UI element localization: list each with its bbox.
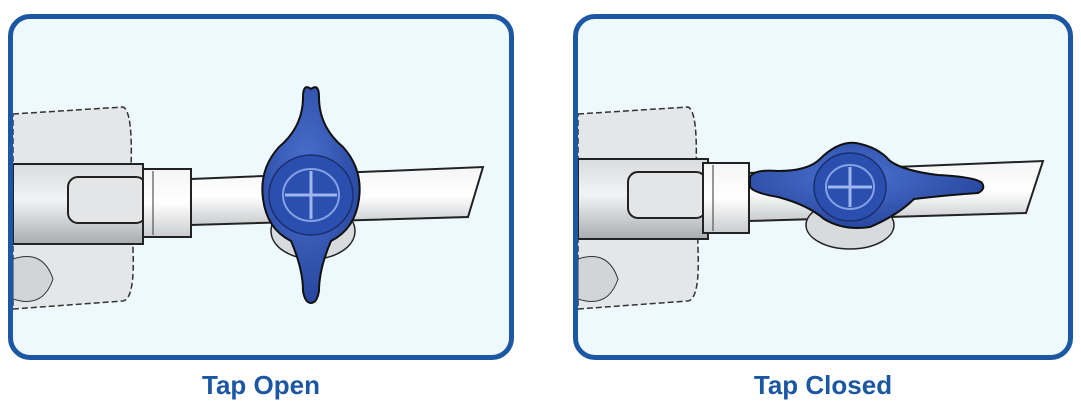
tap-open-illustration	[13, 86, 485, 310]
connector-collar	[142, 168, 192, 238]
tap-closed-illustration	[578, 106, 1045, 310]
tap-open-panel	[8, 14, 514, 360]
tap-closed-panel	[573, 14, 1073, 360]
tap-closed-caption: Tap Closed	[753, 370, 893, 400]
tap-open-caption: Tap Open	[202, 370, 320, 400]
connector-collar	[702, 162, 750, 234]
